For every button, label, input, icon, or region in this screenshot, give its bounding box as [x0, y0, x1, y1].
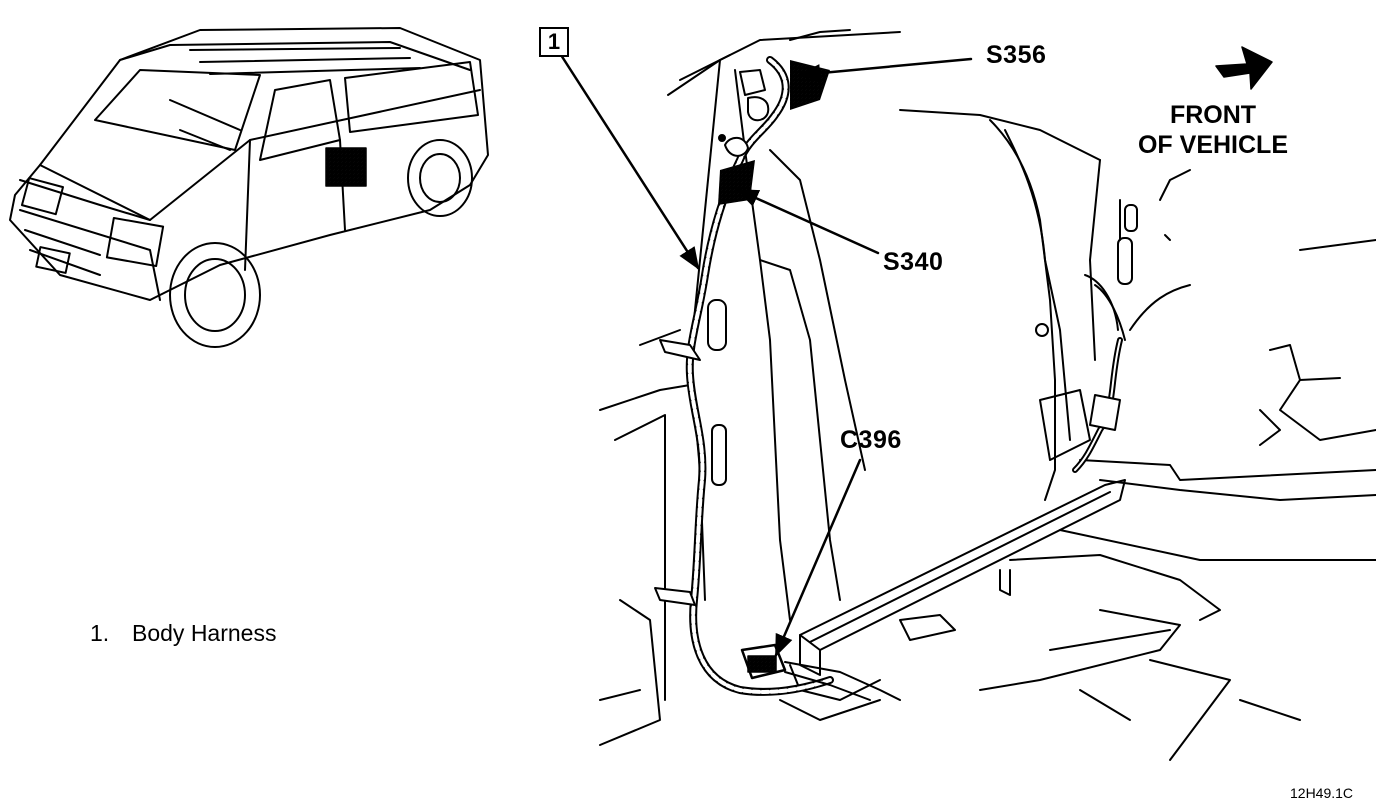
callout-leader — [559, 53, 700, 270]
callout-box: 1 — [539, 27, 569, 57]
front-arrow-icon — [1215, 46, 1273, 90]
s356-leader — [797, 57, 973, 83]
body-structure — [599, 29, 1376, 761]
legend: 1. Body Harness — [90, 620, 276, 647]
label-s356: S356 — [986, 41, 1047, 69]
body-harness — [654, 56, 1191, 701]
front-line-1: FRONT — [1169, 101, 1257, 129]
s340-leader — [735, 188, 880, 255]
c396-leader — [774, 458, 862, 658]
leader-lines — [559, 53, 973, 658]
legend-number: 1. — [90, 620, 110, 646]
figure-id: 12H49.1C — [1290, 785, 1354, 801]
label-c396: C396 — [840, 426, 902, 454]
van-illustration — [9, 27, 489, 348]
front-line-2: OF VEHICLE — [1137, 131, 1288, 159]
label-s340: S340 — [883, 248, 944, 276]
location-marker — [325, 147, 367, 187]
front-of-vehicle-label: FRONT OF VEHICLE — [1118, 100, 1308, 160]
legend-text: Body Harness — [132, 620, 277, 646]
